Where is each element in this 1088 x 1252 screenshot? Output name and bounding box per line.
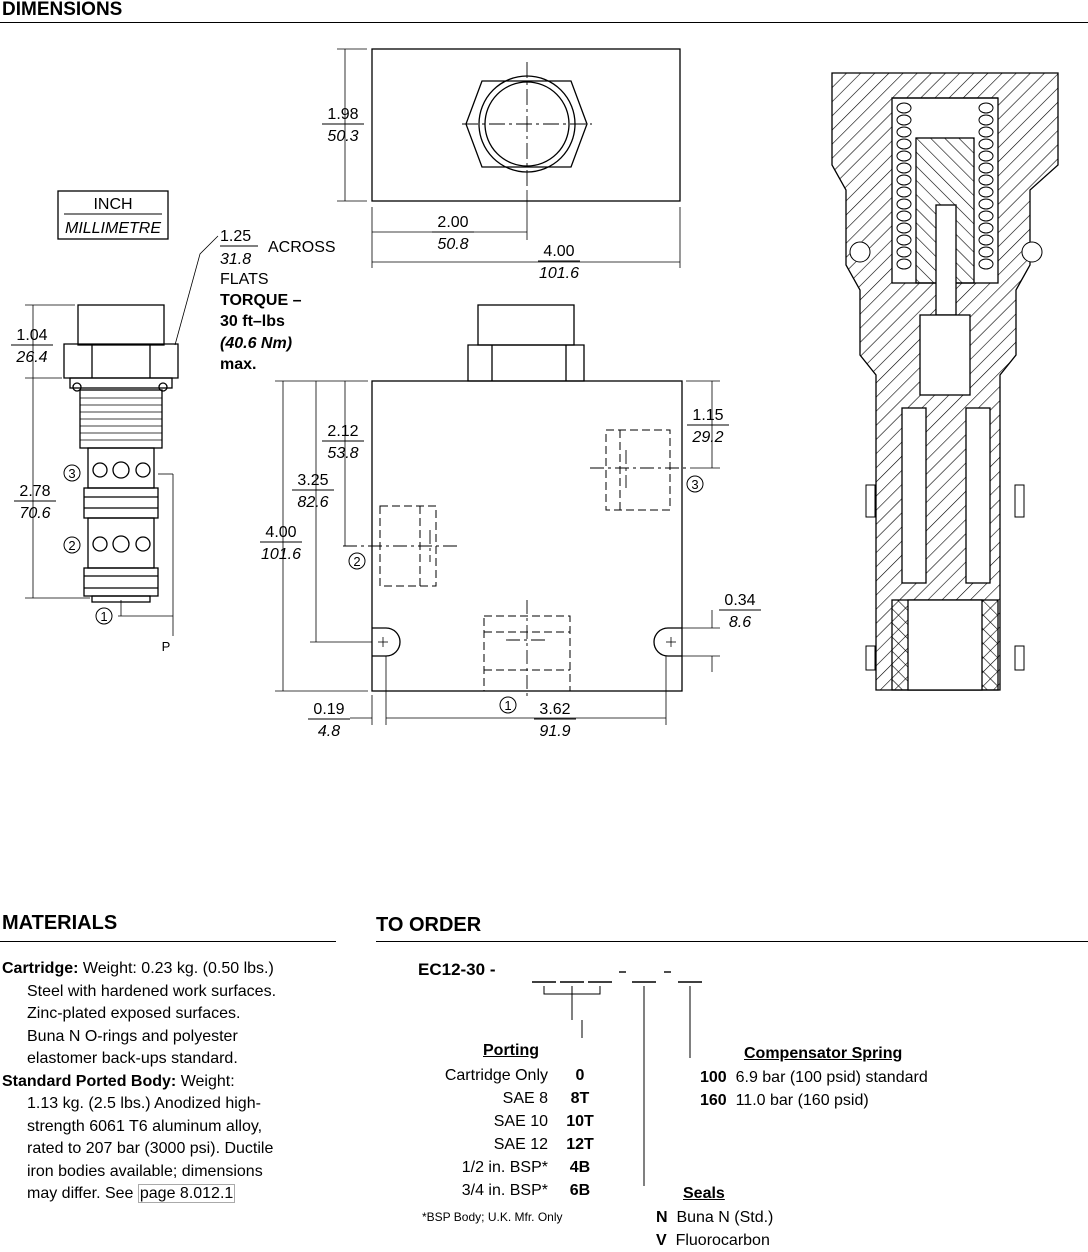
dim-mm-value: 50.8 bbox=[437, 236, 468, 253]
dim-mm-value: 101.6 bbox=[261, 546, 301, 563]
dim-inch-value: 1.98 bbox=[327, 106, 358, 123]
porting-option-label: 3/4 in. BSP* bbox=[461, 1182, 548, 1199]
cross-section bbox=[831, 72, 1059, 691]
order-code: EC12-30 - bbox=[418, 960, 496, 979]
porting-option-code: 12T bbox=[566, 1136, 594, 1153]
dim-mm-value: 29.2 bbox=[691, 429, 723, 446]
port-2-callout: 2 bbox=[68, 538, 75, 553]
hex-mm: 31.8 bbox=[220, 251, 251, 268]
port-2-callout-front: 2 bbox=[353, 554, 360, 569]
torque-line-1: TORQUE – bbox=[220, 292, 302, 309]
spring-options: 100 6.9 bar (100 psid) standard 160 11.0… bbox=[700, 1066, 928, 1112]
cartridge-line: Steel with hardened work surfaces. bbox=[27, 982, 277, 1000]
hex-flats: FLATS bbox=[220, 271, 269, 288]
torque-line-2: 30 ft–lbs bbox=[220, 313, 285, 330]
porting-option-code: 10T bbox=[566, 1113, 594, 1130]
legend-box bbox=[57, 190, 169, 240]
porting-option-code: 8T bbox=[570, 1090, 590, 1107]
porting-option-code: 6B bbox=[569, 1182, 591, 1199]
dim-inch-value: 3.62 bbox=[539, 701, 570, 718]
seals-options: N Buna N (Std.) V Fluorocarbon bbox=[656, 1206, 773, 1252]
seal-code: N bbox=[656, 1209, 668, 1226]
dim-inch-value: 2.00 bbox=[437, 214, 468, 231]
order-code-diagram bbox=[532, 971, 702, 1186]
legend-inch: INCH bbox=[93, 196, 132, 213]
body-line: iron bodies available; dimensions bbox=[27, 1162, 263, 1180]
top-view-block bbox=[371, 48, 681, 202]
dim-inch-value: 2.78 bbox=[19, 483, 50, 500]
port-3-callout: 3 bbox=[68, 466, 75, 481]
port-3-callout-front: 3 bbox=[691, 477, 698, 492]
body-line: strength 6061 T6 aluminum alloy, bbox=[27, 1117, 263, 1135]
dim-inch-value: 2.12 bbox=[327, 423, 358, 440]
porting-labels: Cartridge Only SAE 8 SAE 10 SAE 12 1/2 i… bbox=[376, 1064, 548, 1202]
seal-code: V bbox=[656, 1232, 667, 1249]
body-line: rated to 207 bar (3000 psi). Ductile bbox=[27, 1140, 274, 1157]
spring-label: 6.9 bar (100 psid) standard bbox=[735, 1069, 928, 1086]
p-label: P bbox=[162, 639, 171, 654]
porting-title: Porting bbox=[483, 1042, 539, 1059]
spring-code: 100 bbox=[700, 1069, 727, 1086]
cartridge-line: Zinc-plated exposed surfaces. bbox=[27, 1005, 241, 1022]
porting-option-label: SAE 10 bbox=[493, 1113, 548, 1130]
dimensions-rule bbox=[0, 22, 1088, 23]
dim-inch-value: 1.04 bbox=[16, 327, 47, 344]
dim-inch-value: 1.15 bbox=[692, 407, 723, 424]
dim-mm-value: 50.3 bbox=[327, 128, 358, 145]
dim-mm-value: 4.8 bbox=[318, 723, 340, 740]
body-label: Standard Ported Body: bbox=[2, 1072, 177, 1090]
dim-mm-value: 8.6 bbox=[729, 614, 751, 631]
porting-option-label: 1/2 in. BSP* bbox=[461, 1159, 548, 1176]
dim-mm-value: 101.6 bbox=[539, 265, 579, 282]
seal-label: Buna N (Std.) bbox=[676, 1209, 774, 1226]
porting-option-label: Cartridge Only bbox=[444, 1067, 548, 1084]
body-line: 1.13 kg. (2.5 lbs.) Anodized high- bbox=[27, 1095, 261, 1112]
materials-text: Cartridge: Weight: 0.23 kg. (0.50 lbs.) … bbox=[2, 958, 342, 1206]
spring-label: 11.0 bar (160 psid) bbox=[735, 1092, 869, 1109]
page-link[interactable]: page 8.012.1 bbox=[137, 1184, 236, 1203]
dim-inch-value: 0.19 bbox=[313, 701, 344, 718]
dim-inch-value: 4.00 bbox=[543, 243, 574, 260]
torque-line-4: max. bbox=[220, 356, 256, 373]
cartridge-line: Buna N O-rings and polyester bbox=[27, 1027, 238, 1045]
porting-option-code: 0 bbox=[575, 1067, 585, 1084]
materials-heading: MATERIALS bbox=[2, 912, 118, 934]
seals-title: Seals bbox=[683, 1185, 725, 1202]
porting-option-label: SAE 8 bbox=[502, 1090, 548, 1107]
dim-inch-value: 3.25 bbox=[297, 472, 328, 489]
dim-mm-value: 82.6 bbox=[297, 494, 328, 511]
dim-mm-value: 26.4 bbox=[15, 349, 47, 366]
body-last-prefix: may differ. See bbox=[27, 1185, 138, 1202]
dim-inch-value: 0.34 bbox=[724, 592, 755, 609]
hex-inch: 1.25 bbox=[220, 228, 251, 245]
order-heading: TO ORDER bbox=[376, 914, 482, 936]
legend-mm: MILLIMETRE bbox=[65, 220, 161, 237]
materials-rule bbox=[0, 941, 336, 942]
dim-inch-value: 4.00 bbox=[265, 524, 296, 541]
port-1-callout: 1 bbox=[100, 609, 107, 624]
cartridge-line: elastomer back-ups standard. bbox=[27, 1050, 238, 1067]
dimensions-drawing: 3 2 1 3 2 1 P INCH MILLIMETRE 1.25 31.8 … bbox=[11, 48, 1059, 740]
port-1-callout-front: 1 bbox=[504, 698, 511, 713]
dim-mm-value: 91.9 bbox=[539, 723, 570, 740]
hex-across: ACROSS bbox=[268, 239, 336, 256]
porting-option-code: 4B bbox=[569, 1159, 591, 1176]
cartridge-weight: Weight: 0.23 kg. (0.50 lbs.) bbox=[82, 960, 274, 977]
body-weight: Weight: bbox=[180, 1072, 235, 1090]
dim-mm-value: 70.6 bbox=[19, 505, 50, 522]
order-rule bbox=[376, 941, 1088, 942]
dimension-labels: 1.98 50.3 2.00 50.8 4.00 101.6 1.04 26.4 2.78 70.… bbox=[11, 106, 761, 740]
dim-mm-value: 53.8 bbox=[327, 445, 358, 462]
porting-footnote: *BSP Body; U.K. Mfr. Only bbox=[422, 1210, 563, 1224]
spring-code: 160 bbox=[700, 1092, 727, 1109]
porting-codes: 0 8T 10T 12T 4B 6B bbox=[556, 1064, 604, 1202]
cartridge-label: Cartridge: bbox=[2, 960, 79, 977]
torque-line-3: (40.6 Nm) bbox=[220, 335, 292, 352]
seal-label: Fluorocarbon bbox=[675, 1232, 770, 1249]
porting-option-label: SAE 12 bbox=[493, 1136, 548, 1153]
dimensions-heading: DIMENSIONS bbox=[2, 0, 123, 20]
spring-title: Compensator Spring bbox=[744, 1045, 903, 1062]
